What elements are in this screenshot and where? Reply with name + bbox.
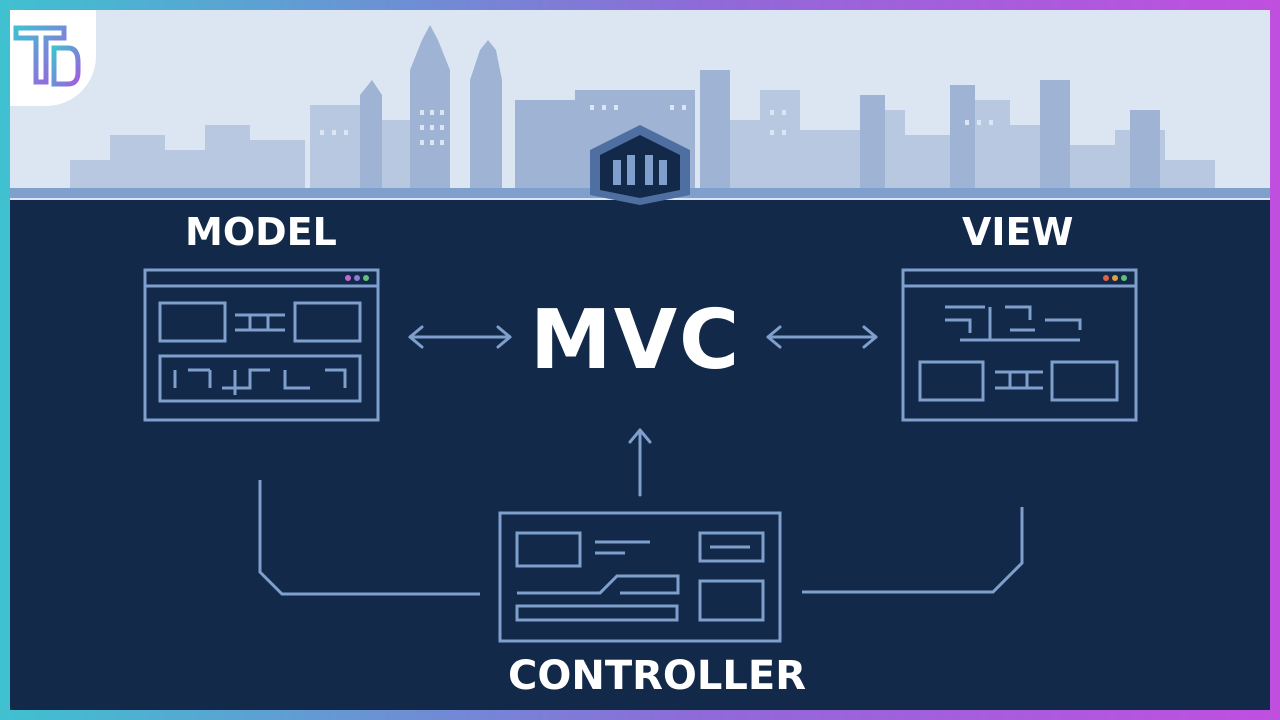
thumbnail-frame: MODEL VIEW MVC CONTROLLER	[10, 10, 1270, 710]
window-dots	[345, 275, 1127, 281]
logo-mark-icon	[13, 25, 81, 87]
model-window	[143, 268, 380, 422]
brand-logo	[10, 10, 96, 106]
mvc-diagram	[143, 268, 1138, 643]
controller-window	[498, 511, 782, 643]
controller-label: CONTROLLER	[508, 653, 807, 699]
controller-mvc-arrow	[628, 428, 652, 497]
model-mvc-arrow	[408, 325, 512, 349]
view-label: VIEW	[962, 210, 1074, 254]
mvc-view-arrow	[766, 325, 878, 349]
bank-emblem	[590, 125, 690, 205]
model-controller-connector	[258, 480, 480, 596]
city-skyline	[10, 25, 1270, 205]
view-window	[901, 268, 1138, 422]
model-label: MODEL	[185, 210, 337, 254]
mvc-title: MVC	[530, 293, 742, 388]
view-controller-connector	[802, 507, 1024, 594]
